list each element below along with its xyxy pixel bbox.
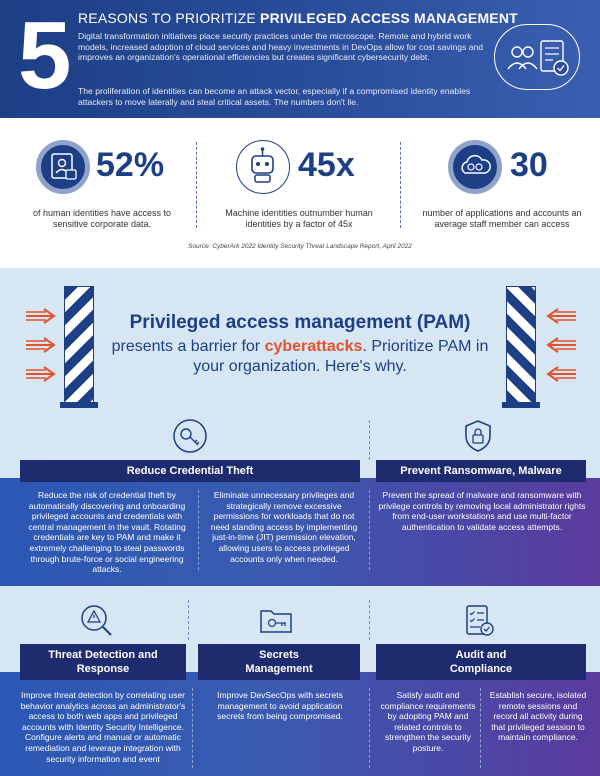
title-bold: PRIVILEGED ACCESS MANAGEMENT: [260, 10, 518, 26]
section-band-1: [0, 478, 600, 586]
divider: [369, 688, 370, 768]
arrow-left-icon: [544, 336, 578, 354]
barrier-base: [502, 402, 540, 410]
audit-text-2: Establish secure, isolated remote sessio…: [489, 690, 587, 743]
audit-text-1: Satisfy audit and compliance requirement…: [380, 690, 476, 753]
divider: [188, 600, 189, 640]
shield-lock-icon: [458, 416, 498, 456]
divider: [480, 688, 481, 768]
arrow-right-icon: [24, 336, 58, 354]
key-fingerprint-icon: [170, 416, 210, 456]
threat-text: Improve threat detection by correlating …: [20, 690, 186, 764]
page-title: REASONS TO PRIORITIZE PRIVILEGED ACCESS …: [78, 10, 518, 26]
section-title-credential: Reduce Credential Theft: [20, 460, 360, 482]
arrow-right-icon: [24, 307, 58, 325]
divider: [400, 142, 401, 228]
banner-title: Privileged access management (PAM): [129, 312, 471, 333]
arrow-left-icon: [544, 365, 578, 383]
intro-paragraph-2: The proliferation of identities can beco…: [78, 86, 471, 107]
title-prefix: REASONS TO PRIORITIZE: [78, 10, 261, 26]
stat-desc-45x: Machine identities outnumber human ident…: [225, 208, 373, 229]
section-band-2: [0, 672, 600, 776]
id-card-icon: [36, 140, 90, 194]
banner-sub-part2: . Prioritize PAM in your organization. H…: [193, 338, 489, 375]
section-title-secrets: Secrets Management: [198, 644, 360, 680]
cloud-apps-icon: [448, 140, 502, 194]
section-title-ransomware: Prevent Ransomware, Malware: [376, 460, 586, 482]
banner-sub-part1: presents a barrier for: [111, 338, 265, 355]
stat-value-30: 30: [510, 146, 548, 184]
banner-highlight: cyberattacks: [264, 338, 363, 355]
checklist-clipboard-icon: [458, 600, 498, 640]
divider: [198, 490, 199, 570]
arrow-right-icon: [24, 365, 58, 383]
banner-subtitle: presents a barrier for cyberattacks. Pri…: [100, 337, 500, 377]
ransomware-text: Prevent the spread of malware and ransom…: [378, 490, 586, 532]
arrow-left-icon: [544, 307, 578, 325]
barrier-left-icon: [64, 286, 94, 404]
robot-icon: [236, 140, 290, 194]
pam-banner: [0, 268, 600, 408]
barrier-base: [60, 402, 98, 410]
divider: [369, 600, 370, 640]
intro-paragraph-1: Digital transformation initiatives place…: [78, 31, 484, 62]
section-title-audit: Audit and Compliance: [376, 644, 586, 680]
big-number: 5: [18, 2, 72, 109]
divider: [196, 142, 197, 228]
header-banner: 5 REASONS TO PRIORITIZE PRIVILEGED ACCES…: [0, 0, 600, 118]
users-checklist-icon: [494, 24, 580, 90]
warning-magnifier-icon: [76, 600, 116, 640]
divider: [369, 420, 370, 460]
stat-value-45x: 45x: [298, 146, 355, 184]
credential-text-2: Eliminate unnecessary privileges and str…: [210, 490, 358, 564]
stat-desc-30: number of applications and accounts an a…: [422, 208, 582, 229]
source-note: Source: CyberArk 2022 Identity Security …: [188, 243, 412, 250]
section-title-threat: Threat Detection and Response: [20, 644, 186, 680]
stat-value-52: 52%: [96, 146, 165, 184]
credential-text-1: Reduce the risk of credential theft by a…: [28, 490, 186, 575]
secrets-text: Improve DevSecOps with secrets managemen…: [217, 690, 343, 722]
divider: [192, 688, 193, 768]
folder-key-icon: [256, 600, 296, 640]
divider: [369, 490, 370, 570]
stat-desc-52: of human identities have access to sensi…: [32, 208, 172, 229]
barrier-right-icon: [506, 286, 536, 404]
